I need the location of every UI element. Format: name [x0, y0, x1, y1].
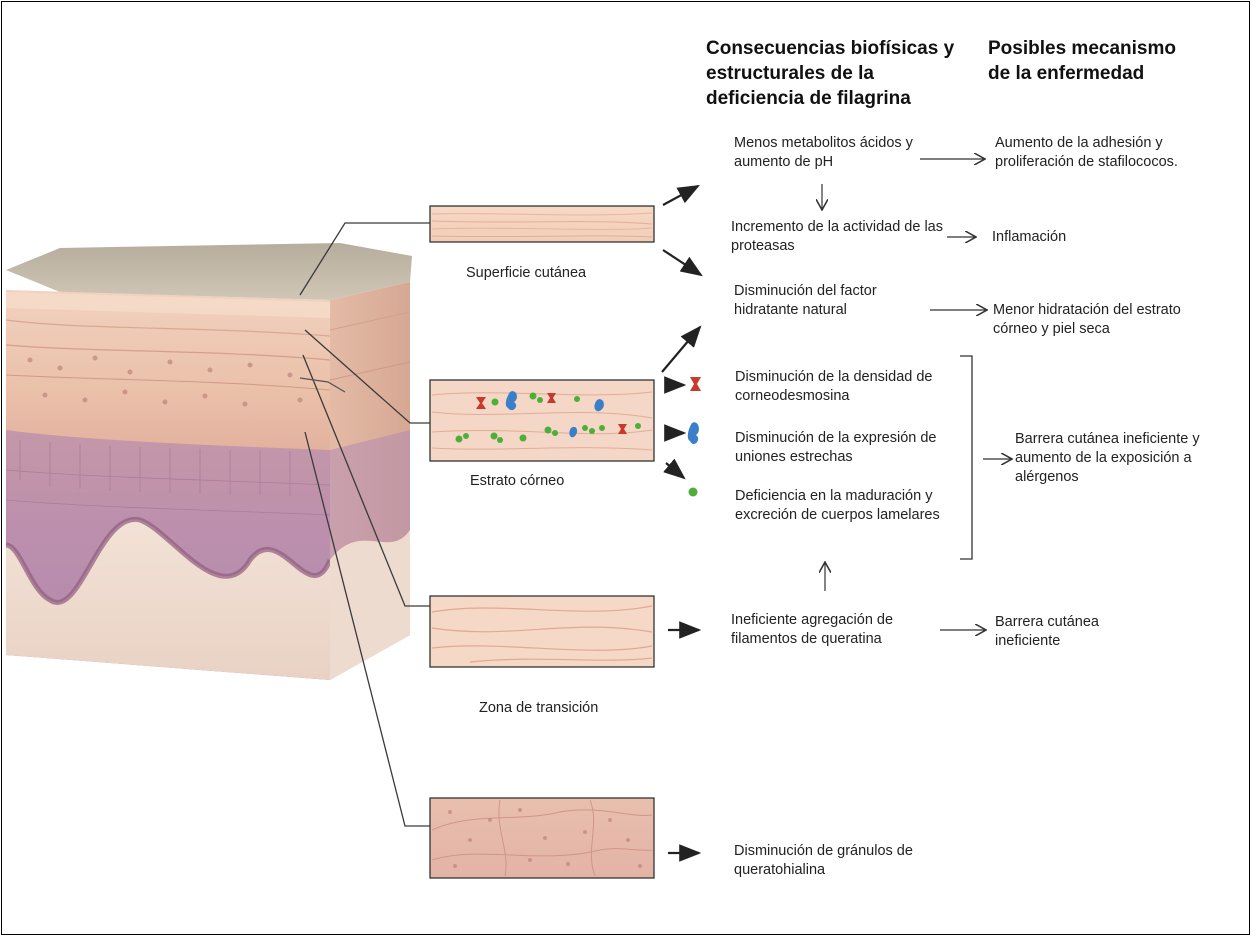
consequence-corneodesmosin: Disminución de la densidad de corneodesm… [735, 368, 965, 406]
consequence-keratohyalin: Disminución de gránulos de queratohialin… [734, 842, 964, 880]
mechanism-inflammation: Inflamación [992, 228, 1142, 247]
mechanism-allergen-exposure: Barrera cutánea ineficiente y aumento de… [1015, 430, 1230, 487]
mechanism-barrier: Barrera cutánea ineficiente [995, 613, 1145, 651]
panel-arrows [662, 186, 701, 853]
mechanism-dry-skin: Menor hidratación del estrato córneo y p… [993, 301, 1213, 339]
panel-corneum [430, 380, 654, 461]
tight-junction-icon [688, 422, 699, 444]
header-consequences: Consecuencias biofísicas y estructurales… [706, 36, 971, 111]
label-transition: Zona de transición [479, 699, 598, 718]
consequence-tight-junctions: Disminución de la expresión de uniones e… [735, 429, 965, 467]
panel-granular [430, 798, 654, 878]
consequence-acid-metabolites: Menos metabolitos ácidos y aumento de pH [734, 134, 919, 172]
label-surface: Superficie cutánea [466, 264, 586, 283]
panel-surface [430, 206, 654, 242]
corneodesmosin-icon [690, 377, 701, 391]
consequence-keratin: Ineficiente agregación de filamentos de … [731, 611, 946, 649]
mechanism-staphylococci: Aumento de la adhesión y proliferación d… [995, 134, 1220, 172]
panel-transition [430, 596, 654, 667]
lamellar-body-icon [689, 488, 698, 497]
consequence-lamellar-bodies: Deficiencia en la maduración y excreción… [735, 487, 945, 525]
header-mechanisms: Posibles mecanismo de la enfermedad [988, 36, 1178, 86]
consequence-nmf: Disminución del factor hidratante natura… [734, 282, 934, 320]
consequence-protease-activity: Incremento de la actividad de las protea… [731, 218, 949, 256]
label-corneum: Estrato córneo [470, 472, 564, 491]
